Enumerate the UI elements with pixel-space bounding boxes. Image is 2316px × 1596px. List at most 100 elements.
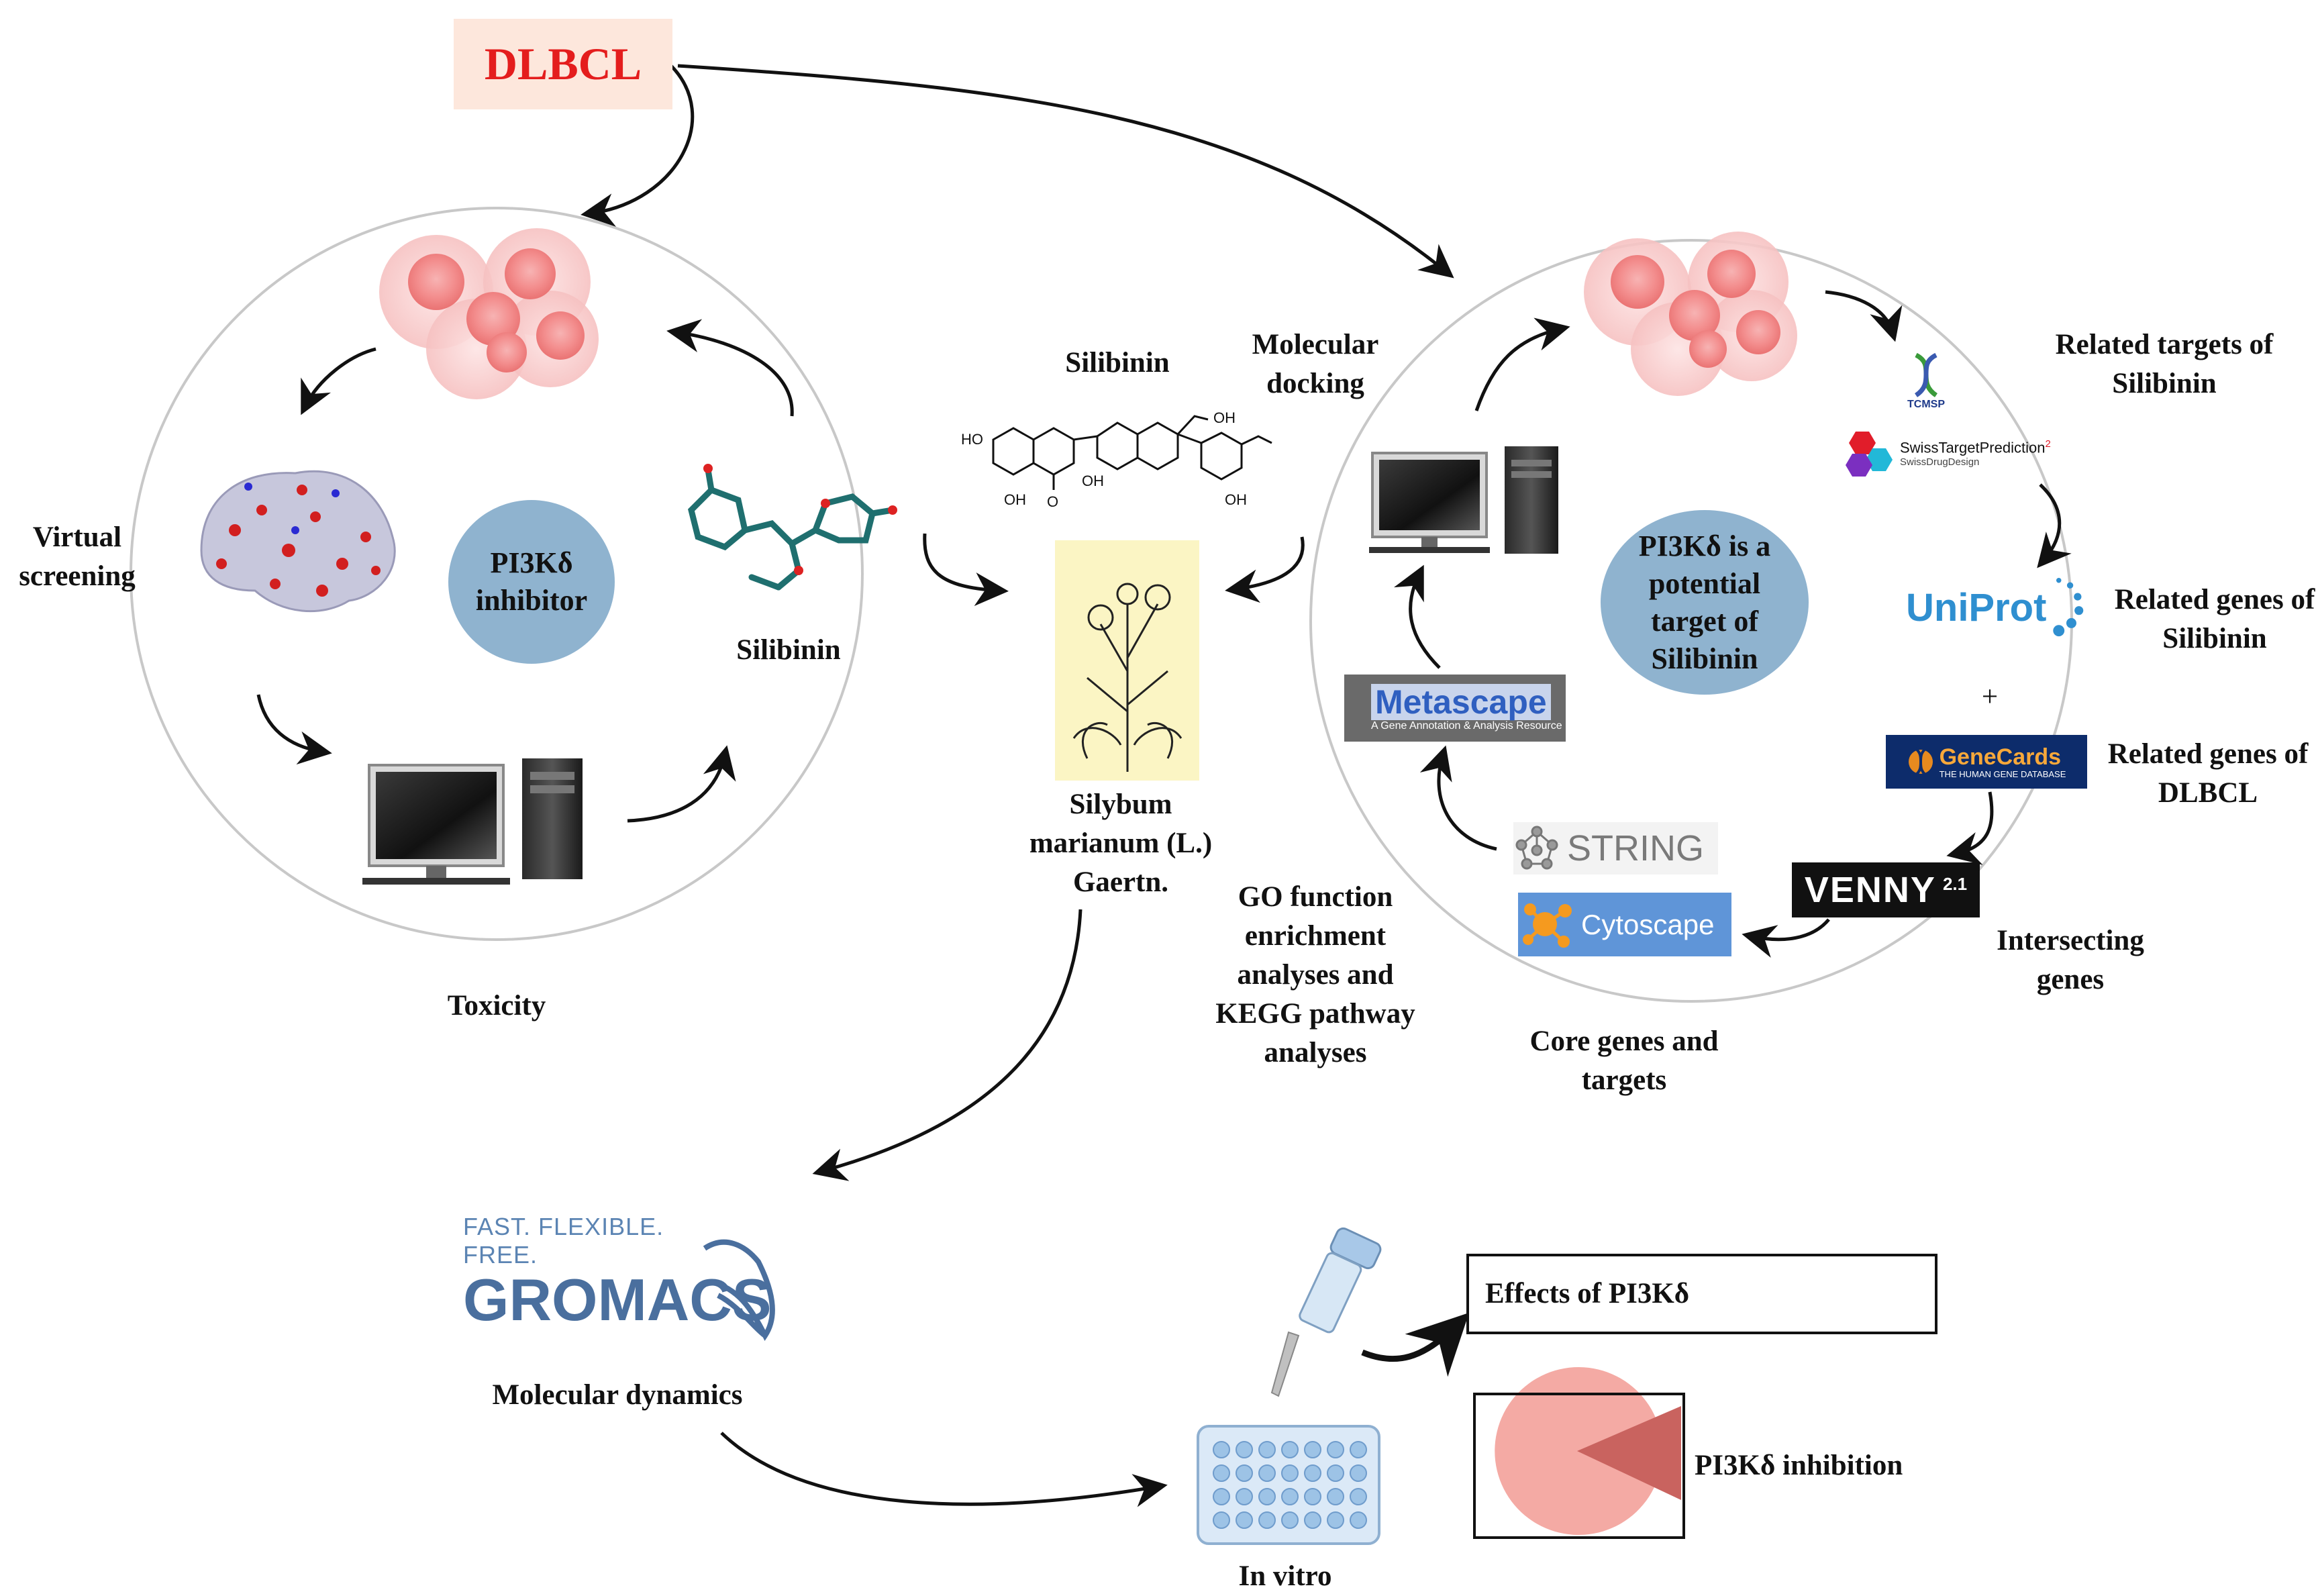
svg-text:HO: HO bbox=[961, 431, 983, 448]
label-related-genes-dlbcl: Related genes of DLBCL bbox=[2107, 738, 2309, 809]
label-related-genes-silibinin: Related genes of Silibinin bbox=[2114, 584, 2315, 654]
well bbox=[1258, 1441, 1276, 1458]
well bbox=[1258, 1511, 1276, 1529]
well bbox=[1281, 1511, 1299, 1529]
uniprot-dots-icon bbox=[2053, 577, 2084, 637]
effects-box: Effects of PI3Kδ bbox=[1466, 1254, 1937, 1334]
label-toxicity: Toxicity bbox=[447, 990, 546, 1021]
cancer-cells-left bbox=[379, 228, 599, 399]
well bbox=[1213, 1488, 1230, 1505]
well bbox=[1327, 1511, 1344, 1529]
silibinin-3d-molecule bbox=[688, 464, 897, 591]
well bbox=[1281, 1464, 1299, 1482]
uniprot-logo: UniProt bbox=[1906, 564, 2091, 651]
well bbox=[1327, 1441, 1344, 1458]
well bbox=[1350, 1488, 1367, 1505]
well bbox=[1350, 1464, 1367, 1482]
well bbox=[1236, 1464, 1253, 1482]
svg-text:OH: OH bbox=[1213, 409, 1236, 426]
well bbox=[1304, 1464, 1321, 1482]
silibinin-2d-labels: HO OH OH OH OH O bbox=[961, 409, 1247, 510]
arrow-computer-to-silibinin bbox=[627, 745, 736, 823]
right-center-label: PI3Kδ is a potential target of Silibinin bbox=[1638, 529, 1771, 675]
hexagon-icon bbox=[1846, 431, 1893, 477]
well bbox=[1350, 1441, 1367, 1458]
arrow-plant-to-gromacs bbox=[812, 909, 1083, 1181]
computer-left bbox=[362, 758, 583, 885]
svg-text:OH: OH bbox=[1082, 472, 1104, 489]
gromacs-logo: FAST. FLEXIBLE. FREE. GROMACS bbox=[463, 1213, 772, 1333]
right-center-ellipse: PI3Kδ is a potential target of Silibinin bbox=[1601, 510, 1809, 695]
cytoscape-icon bbox=[1523, 903, 1572, 948]
arrow-swiss-to-uniprot bbox=[2037, 483, 2072, 568]
arrow-md-to-invitro bbox=[720, 1432, 1168, 1507]
svg-text:O: O bbox=[1047, 493, 1058, 510]
label-plant-name: Silybum marianum (L.) Gaertn. bbox=[1029, 789, 1213, 898]
label-go-kegg: GO function enrichment analyses and KEGG… bbox=[1215, 881, 1415, 1068]
well bbox=[1304, 1511, 1321, 1529]
left-center-ellipse: PI3Kδ inhibitor bbox=[448, 500, 615, 664]
dna-icon bbox=[1914, 352, 1938, 397]
metascape-logo: Metascape A Gene Annotation & Analysis R… bbox=[1344, 675, 1566, 742]
well bbox=[1350, 1511, 1367, 1529]
inhibition-image-box bbox=[1473, 1393, 1685, 1539]
arrow-cells-to-tcmsp bbox=[1825, 290, 1903, 342]
arrow-dlbcl-to-left bbox=[581, 64, 695, 227]
gromacs-bird-icon bbox=[703, 1239, 775, 1341]
dlbcl-title-box: DLBCL bbox=[454, 19, 672, 109]
arrow-left-to-plant bbox=[923, 533, 1009, 606]
silibinin-2d-structure bbox=[992, 415, 1272, 490]
svg-text:OH: OH bbox=[1004, 491, 1026, 508]
arrow-docking-to-plant bbox=[1225, 536, 1305, 603]
well bbox=[1213, 1511, 1230, 1529]
label-molecular-dynamics: Molecular dynamics bbox=[492, 1379, 743, 1411]
arrow-dlbcl-to-right bbox=[677, 64, 1454, 279]
well bbox=[1213, 1441, 1230, 1458]
string-network-icon bbox=[1515, 826, 1558, 870]
well bbox=[1258, 1464, 1276, 1482]
label-core-genes: Core genes and targets bbox=[1529, 1026, 1719, 1096]
well bbox=[1304, 1441, 1321, 1458]
label-intersecting-genes: Intersecting genes bbox=[1997, 925, 2144, 995]
arrow-protein-to-computer bbox=[256, 694, 332, 765]
swiss-target-logo: SwissTargetPrediction2 SwissDrugDesign bbox=[1842, 426, 2057, 480]
well bbox=[1327, 1488, 1344, 1505]
pi3k-inhibition-icon bbox=[1495, 1367, 1681, 1536]
well-plate-icon bbox=[1197, 1425, 1380, 1545]
protein-structure bbox=[200, 470, 396, 613]
label-silibinin-middle: Silibinin bbox=[1065, 347, 1170, 379]
venny-logo: VENNY 2.1 bbox=[1792, 862, 1980, 917]
left-workflow-circle bbox=[130, 207, 864, 941]
label-molecular-docking: Molecular docking bbox=[1252, 329, 1379, 399]
label-in-vitro: In vitro bbox=[1238, 1560, 1332, 1592]
arrow-string-to-metascape bbox=[1419, 745, 1497, 851]
genecards-logo: GeneCards THE HUMAN GENE DATABASE bbox=[1886, 735, 2087, 789]
well bbox=[1258, 1488, 1276, 1505]
label-related-targets: Related targets of Silibinin bbox=[2055, 329, 2274, 399]
well bbox=[1304, 1488, 1321, 1505]
well bbox=[1213, 1464, 1230, 1482]
well bbox=[1281, 1488, 1299, 1505]
arrow-genecards-to-venny bbox=[1946, 791, 1994, 865]
arrow-metascape-to-computer bbox=[1393, 564, 1441, 669]
label-effects: Effects of PI3Kδ bbox=[1485, 1278, 1690, 1309]
well bbox=[1236, 1441, 1253, 1458]
well bbox=[1236, 1488, 1253, 1505]
dlbcl-title: DLBCL bbox=[484, 38, 642, 89]
arrow-cells-to-protein bbox=[301, 347, 376, 415]
arrow-venny-to-cytoscape bbox=[1742, 918, 1830, 958]
plus-sign: + bbox=[1981, 681, 1999, 713]
arrow-silibinin-to-cells bbox=[666, 319, 794, 417]
computer-right bbox=[1369, 446, 1558, 554]
silybum-plant-image bbox=[1055, 540, 1199, 781]
cytoscape-logo: Cytoscape bbox=[1518, 893, 1731, 956]
label-inhibition: PI3Kδ inhibition bbox=[1695, 1450, 1903, 1481]
svg-text:OH: OH bbox=[1225, 491, 1247, 508]
tcmsp-logo: TCMSP bbox=[1889, 346, 1963, 416]
string-logo: STRING bbox=[1513, 822, 1718, 875]
label-silibinin-left: Silibinin bbox=[736, 634, 841, 666]
cancer-cells-right bbox=[1584, 232, 1797, 396]
well bbox=[1281, 1441, 1299, 1458]
arrow-invitro-to-effects bbox=[1361, 1312, 1470, 1377]
